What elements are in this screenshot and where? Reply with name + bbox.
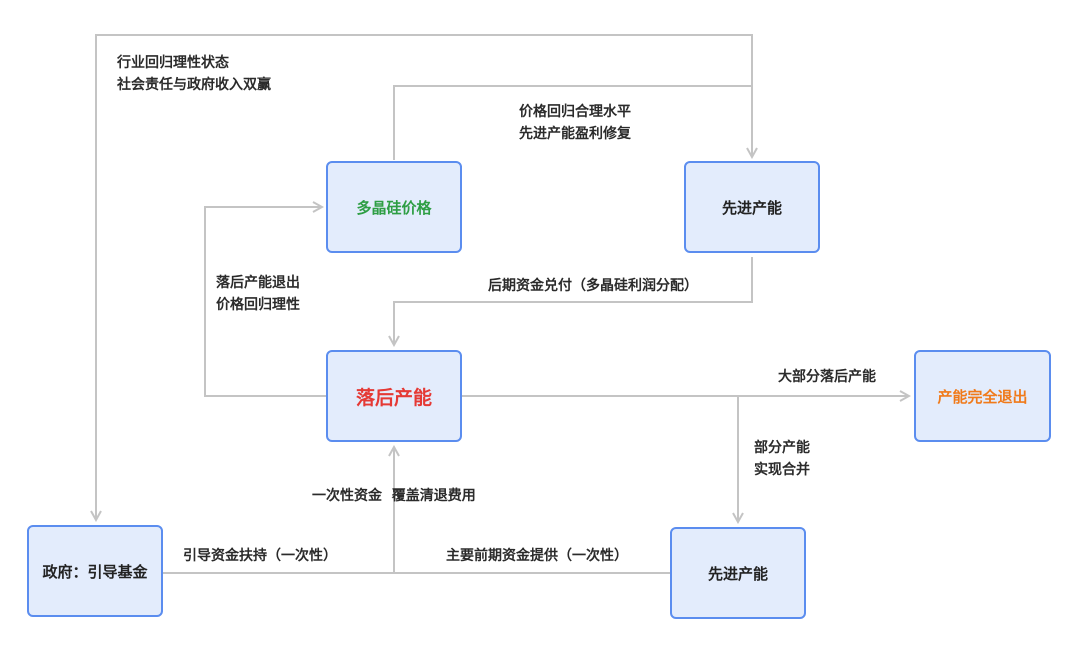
full-exit-node: 产能完全退出 [914,350,1051,442]
label-price-return: 价格回归合理水平 先进产能盈利修复 [519,101,631,145]
label-partial-merge-line2: 实现合并 [754,462,810,478]
label-industry-return-line1: 行业回归理性状态 [117,55,229,71]
edge-advanced-to-backward [394,257,753,345]
label-price-return-line2: 先进产能盈利修复 [519,126,631,142]
label-most-backward: 大部分落后产能 [778,369,876,385]
full-exit-label: 产能完全退出 [937,387,1028,406]
backward-capacity-label: 落后产能 [355,386,432,409]
edge-outer-to-government [96,34,753,520]
advanced-capacity-top-node: 先进产能 [684,161,820,253]
label-exit-price-line2: 价格回归理性 [216,297,300,313]
government-fund-label: 政府：引导基金 [42,562,148,581]
label-exit-price-line1: 落后产能退出 [216,275,300,291]
label-one-time-fund: 一次性资金 覆盖清退费用 [312,488,476,504]
government-fund-node: 政府：引导基金 [27,525,163,617]
label-industry-return-line2: 社会责任与政府收入双赢 [117,77,271,93]
label-later-funding: 后期资金兑付（多晶硅利润分配） [488,278,698,294]
advanced-capacity-bottom-node: 先进产能 [670,527,806,619]
label-industry-return: 行业回归理性状态 社会责任与政府收入双赢 [117,52,271,96]
edge-price-to-advanced [393,85,752,160]
advanced-capacity-bottom-label: 先进产能 [707,564,768,583]
label-partial-merge-line1: 部分产能 [754,440,810,456]
label-exit-price: 落后产能退出 价格回归理性 [216,272,300,316]
label-guide-fund-support: 引导资金扶持（一次性） [183,548,337,564]
polysilicon-price-node: 多晶硅价格 [326,161,462,253]
backward-capacity-node: 落后产能 [326,350,462,442]
label-main-early-funding: 主要前期资金提供（一次性） [446,548,628,564]
edge-backward-to-price [204,207,326,397]
label-price-return-line1: 价格回归合理水平 [519,104,631,120]
advanced-capacity-top-label: 先进产能 [721,198,782,217]
label-partial-merge: 部分产能 实现合并 [754,437,810,481]
polysilicon-price-label: 多晶硅价格 [356,198,432,217]
